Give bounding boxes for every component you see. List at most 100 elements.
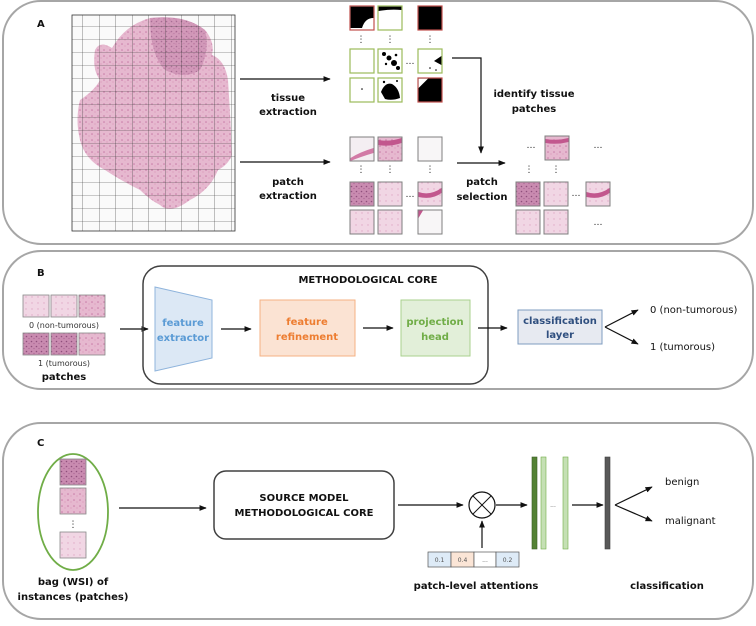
feature-extractor-label-2: extractor bbox=[157, 333, 209, 344]
mask-tile bbox=[377, 77, 403, 103]
vdots: ⋮ bbox=[426, 165, 435, 175]
panel-a: A tissue extraction patch extraction ⋮ ⋮… bbox=[2, 0, 754, 245]
vdots: ⋮ bbox=[69, 520, 78, 530]
attention-value: ... bbox=[482, 557, 488, 564]
output-malignant: malignant bbox=[665, 516, 716, 527]
vdots: ⋮ bbox=[525, 165, 534, 175]
vdots: ⋮ bbox=[426, 35, 435, 45]
patch-grid: ⋮ ⋮ ⋮ … bbox=[349, 136, 443, 235]
label-patch-selection-2: selection bbox=[456, 192, 507, 203]
attention-cell bbox=[495, 551, 520, 568]
ellipsis: … bbox=[527, 141, 536, 151]
label-patch-selection-1: patch bbox=[466, 177, 498, 188]
output-class-1: 1 (tumorous) bbox=[650, 342, 715, 353]
panel-a-letter: A bbox=[37, 19, 45, 30]
dense-layer bbox=[540, 456, 547, 550]
mask-tile bbox=[377, 5, 403, 31]
ellipsis: … bbox=[594, 218, 603, 228]
arrow-identify-tissue-patches bbox=[452, 57, 484, 154]
feature-refinement-label-2: refinement bbox=[276, 332, 338, 343]
core-title: METHODOLOGICAL CORE bbox=[298, 275, 437, 286]
layer-ellipsis: ... bbox=[550, 502, 556, 509]
patch-tile bbox=[377, 136, 403, 162]
mask-tile bbox=[377, 48, 403, 74]
arrow-benign bbox=[614, 486, 653, 506]
wsi-image bbox=[71, 14, 236, 232]
feature-extractor bbox=[154, 286, 213, 372]
label-tissue-extraction-1: tissue bbox=[271, 93, 305, 104]
attention-value: 0.1 bbox=[435, 557, 445, 564]
projection-head-label-2: head bbox=[421, 332, 449, 343]
label-patch-extraction-1: patch bbox=[272, 177, 304, 188]
dense-layer bbox=[562, 456, 569, 550]
patch-tile bbox=[417, 136, 443, 162]
ellipsis: … bbox=[572, 189, 581, 199]
instance-patch bbox=[59, 458, 87, 486]
feature-extractor-label-1: feature bbox=[162, 318, 204, 329]
classification-layer-label-1: classification bbox=[523, 316, 597, 327]
classification-label: classification bbox=[630, 581, 704, 592]
classifier-layer bbox=[604, 456, 611, 550]
arrow-output-1 bbox=[604, 326, 639, 345]
feature-refinement bbox=[259, 299, 356, 357]
vdots: ⋮ bbox=[386, 35, 395, 45]
attention-value: 0.4 bbox=[458, 557, 468, 564]
attention-value: 0.2 bbox=[503, 557, 513, 564]
dense-layer bbox=[531, 456, 538, 550]
mask-tile bbox=[349, 77, 375, 103]
mask-tile bbox=[417, 77, 443, 103]
arrow-malignant bbox=[614, 504, 653, 522]
bag-label-1: bag (WSI) of bbox=[38, 577, 109, 588]
classification-layer bbox=[517, 309, 603, 345]
label-class-0: 0 (non-tumorous) bbox=[29, 321, 99, 330]
patch-tile bbox=[585, 181, 611, 207]
label-class-1: 1 (tumorous) bbox=[38, 359, 90, 368]
vdots: ⋮ bbox=[357, 165, 366, 175]
arrow-output-0 bbox=[604, 309, 639, 328]
patch-tile bbox=[349, 209, 375, 235]
patch-tile bbox=[544, 135, 570, 161]
feature-refinement-label-1: feature bbox=[286, 317, 328, 328]
mask-tile bbox=[417, 5, 443, 31]
label-identify-2: patches bbox=[512, 104, 557, 115]
methodological-core-box bbox=[142, 265, 489, 385]
output-benign: benign bbox=[665, 477, 699, 488]
source-model-label-1: SOURCE MODEL bbox=[259, 493, 349, 504]
panel-c-letter: C bbox=[37, 438, 44, 449]
panel-b-frame bbox=[2, 250, 754, 390]
bag-ellipse bbox=[37, 453, 109, 571]
vdots: ⋮ bbox=[386, 165, 395, 175]
attentions-label: patch-level attentions bbox=[414, 581, 539, 592]
source-model-core-box bbox=[213, 470, 395, 540]
mask-tile bbox=[417, 48, 443, 74]
vdots: ⋮ bbox=[357, 35, 366, 45]
ellipsis: … bbox=[406, 57, 415, 67]
attention-vector: 0.1 0.4 ... 0.2 bbox=[427, 551, 520, 568]
label-patches: patches bbox=[42, 372, 87, 383]
ellipsis: … bbox=[406, 190, 415, 200]
patch-tile bbox=[377, 209, 403, 235]
vdots: ⋮ bbox=[552, 165, 561, 175]
mask-grid: ⋮ ⋮ ⋮ … bbox=[349, 5, 443, 103]
source-model-label-2: METHODOLOGICAL CORE bbox=[234, 508, 373, 519]
patch-tile bbox=[543, 209, 569, 235]
patch-tile bbox=[515, 181, 541, 207]
label-tissue-extraction-2: extraction bbox=[259, 107, 317, 118]
patch-tile bbox=[417, 181, 443, 207]
input-patches: 0 (non-tumorous) 1 (tumorous) patches bbox=[22, 294, 106, 383]
instance-patch bbox=[59, 531, 87, 559]
ellipsis: … bbox=[594, 141, 603, 151]
output-class-0: 0 (non-tumorous) bbox=[650, 305, 738, 316]
projection-head-label-1: projection bbox=[406, 317, 463, 328]
panel-c: C ⋮ bag (WSI) of instances (patches) SOU… bbox=[2, 422, 754, 620]
projection-head bbox=[400, 299, 471, 357]
patch-tile bbox=[417, 209, 443, 235]
mask-tile bbox=[349, 5, 375, 31]
patch-tile bbox=[349, 136, 375, 162]
classification-layer-label-2: layer bbox=[546, 330, 574, 341]
multiply-operator-icon bbox=[468, 491, 496, 519]
label-patch-extraction-2: extraction bbox=[259, 191, 317, 202]
patch-tile bbox=[349, 181, 375, 207]
label-identify-1: identify tissue bbox=[493, 89, 574, 100]
